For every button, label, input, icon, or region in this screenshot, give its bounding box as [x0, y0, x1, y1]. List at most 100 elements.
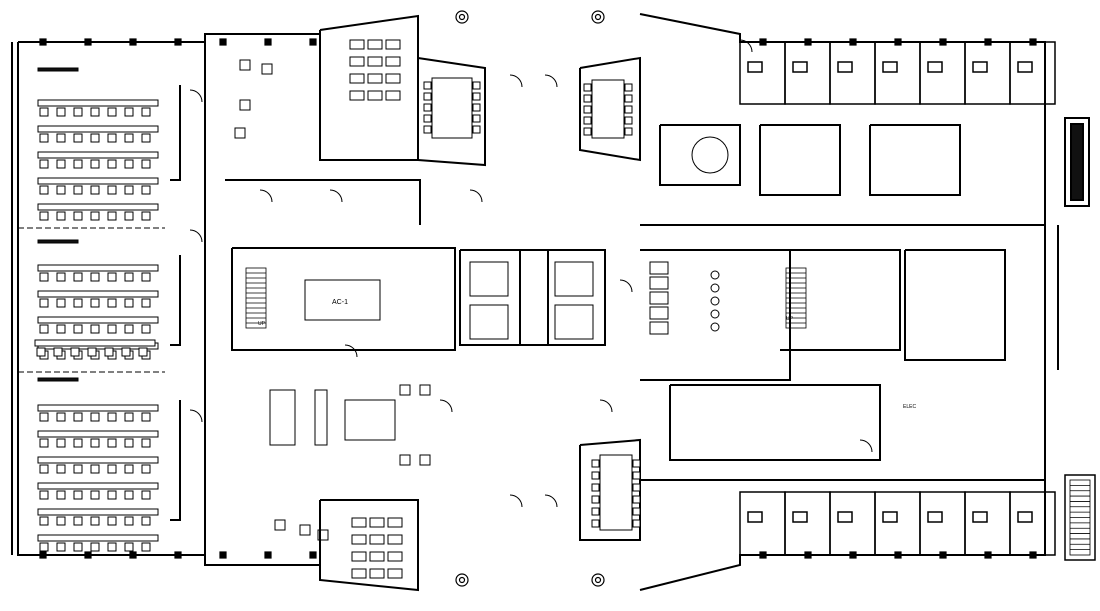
- chair: [90, 185, 100, 195]
- workstation-cluster-a: [759, 124, 841, 196]
- chair: [141, 211, 151, 221]
- column: [39, 551, 47, 559]
- bottom-left-marker: [455, 573, 469, 587]
- meeting-room-sw: [319, 499, 419, 592]
- sink: [710, 322, 720, 332]
- chair: [73, 272, 83, 282]
- grid-marker-inner: [594, 576, 602, 584]
- private-office: [964, 491, 1011, 556]
- office-desk: [1017, 511, 1033, 523]
- meeting-desk: [385, 39, 401, 50]
- private-office: [829, 491, 876, 556]
- chair: [39, 185, 49, 195]
- mechanical-room: [231, 247, 456, 351]
- chair: [107, 159, 117, 169]
- private-office: [1009, 491, 1056, 556]
- meeting-desk: [349, 90, 365, 101]
- chair: [87, 347, 97, 357]
- conference-table-ne: [591, 79, 625, 139]
- chair: [73, 438, 83, 448]
- column: [894, 551, 902, 559]
- elevator-car: [554, 304, 594, 340]
- partition-b: [170, 255, 181, 346]
- top-left-marker: [455, 10, 469, 24]
- chair: [624, 105, 633, 114]
- office-desk: [747, 511, 763, 523]
- meeting-desk: [367, 56, 383, 67]
- office-desk: [792, 61, 808, 73]
- private-office: [739, 491, 786, 556]
- chair: [472, 103, 481, 112]
- lounge-chair: [419, 384, 431, 396]
- toilet-stall: [649, 321, 669, 335]
- office-desk: [927, 61, 943, 73]
- chair: [73, 412, 83, 422]
- chair: [73, 542, 83, 552]
- walls: [11, 13, 1096, 592]
- column: [984, 38, 992, 46]
- meeting-desk: [367, 73, 383, 84]
- sink: [710, 270, 720, 280]
- grid-marker-inner: [594, 13, 602, 21]
- chair: [56, 438, 66, 448]
- chair: [36, 347, 46, 357]
- column: [174, 38, 182, 46]
- chair: [624, 94, 633, 103]
- private-office: [919, 491, 966, 556]
- column: [219, 38, 227, 46]
- door-swing: [544, 494, 558, 508]
- chair: [73, 464, 83, 474]
- column: [219, 551, 227, 559]
- chair: [632, 471, 641, 480]
- chair: [56, 211, 66, 221]
- chair: [90, 133, 100, 143]
- chair: [591, 471, 600, 480]
- door-swing: [509, 494, 523, 508]
- chair: [39, 324, 49, 334]
- lounge-furniture: [37, 59, 729, 541]
- chair: [56, 542, 66, 552]
- ac-unit-label: AC-1: [332, 299, 348, 306]
- office-desk: [837, 511, 853, 523]
- chair: [624, 127, 633, 136]
- lounge-chair: [239, 59, 251, 71]
- meeting-desk: [349, 56, 365, 67]
- chair: [591, 507, 600, 516]
- chair: [124, 107, 134, 117]
- chair: [56, 412, 66, 422]
- door-swing: [739, 39, 753, 53]
- reception-desk: [269, 389, 296, 446]
- conference-room-ne: [579, 56, 641, 162]
- chair: [73, 211, 83, 221]
- chair: [138, 347, 148, 357]
- chair: [90, 298, 100, 308]
- column: [939, 38, 947, 46]
- partition-a: [170, 85, 181, 181]
- chair: [124, 412, 134, 422]
- private-office: [829, 41, 876, 105]
- chair: [591, 483, 600, 492]
- door-swing: [599, 399, 613, 413]
- chair: [124, 542, 134, 552]
- bottom-right-marker: [591, 573, 605, 587]
- column: [1029, 551, 1037, 559]
- meeting-desk: [351, 517, 367, 528]
- chair: [141, 272, 151, 282]
- chair: [124, 211, 134, 221]
- meeting-desk: [349, 73, 365, 84]
- chair: [583, 94, 592, 103]
- meeting-desk: [367, 39, 383, 50]
- chair: [632, 519, 641, 528]
- chair: [73, 107, 83, 117]
- column: [264, 551, 272, 559]
- office-desk: [972, 61, 988, 73]
- meeting-desk: [349, 39, 365, 50]
- chair: [39, 516, 49, 526]
- stair-room-east: [780, 249, 901, 351]
- chair: [39, 464, 49, 474]
- chair: [124, 438, 134, 448]
- column: [84, 551, 92, 559]
- chair: [141, 159, 151, 169]
- conference-table-nw: [431, 77, 473, 139]
- lounge-chair: [419, 454, 431, 466]
